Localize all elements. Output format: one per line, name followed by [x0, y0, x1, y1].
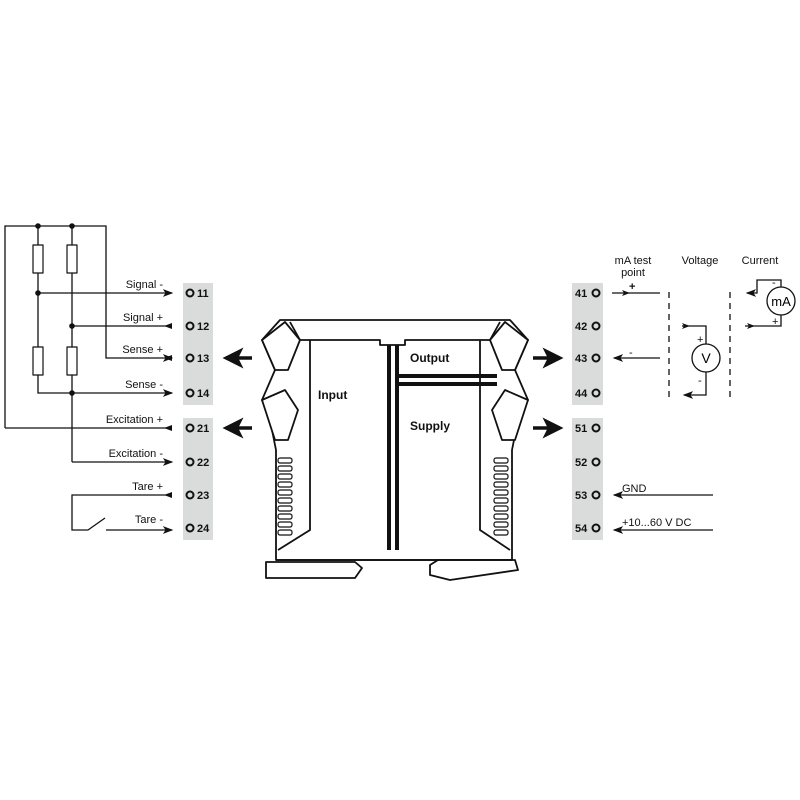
input-label: Excitation - — [109, 448, 164, 460]
terminal-screw — [185, 288, 195, 298]
terminal-screw — [185, 321, 195, 331]
plus-sign: + — [629, 281, 635, 293]
terminal-number: 54 — [575, 523, 588, 535]
ammeter-minus: - — [772, 277, 776, 289]
input-label: Signal + — [123, 312, 163, 324]
ammeter-symbol: mA — [771, 294, 791, 309]
resistor — [32, 346, 44, 376]
vent-slot — [277, 521, 293, 528]
vent-slot — [493, 481, 509, 488]
vent-slot — [277, 489, 293, 496]
terminal-screw — [591, 353, 601, 363]
vent-slot — [493, 513, 509, 520]
gnd-label: GND — [622, 483, 647, 495]
terminal-number: 21 — [197, 423, 209, 435]
voltmeter-plus: + — [697, 334, 703, 346]
terminal-number: 12 — [197, 321, 209, 333]
current-label: Current — [742, 255, 779, 267]
terminal-screw — [185, 457, 195, 467]
input-label: Excitation + — [106, 414, 163, 426]
vent-slot — [493, 473, 509, 480]
din-rail-module: Input Output Supply — [261, 319, 529, 581]
terminal-number: 22 — [197, 457, 209, 469]
output-wiring: mA test point Voltage Current + - V + - … — [612, 255, 796, 402]
terminal-number: 11 — [197, 288, 209, 300]
vent-slot — [493, 457, 509, 464]
vent-slot — [277, 457, 293, 464]
terminal-screw — [185, 388, 195, 398]
terminal-number: 23 — [197, 490, 209, 502]
resistor — [66, 244, 78, 274]
vent-slot — [277, 481, 293, 488]
terminal-screw — [185, 423, 195, 433]
terminal-screw — [185, 353, 195, 363]
terminal-number: 51 — [575, 423, 587, 435]
module-input-label: Input — [318, 388, 347, 402]
load-cell-bridge — [4, 223, 174, 498]
terminal-screw — [185, 523, 195, 533]
module-output-label: Output — [410, 351, 449, 365]
terminal-screw — [591, 423, 601, 433]
voltage-label: Voltage — [682, 255, 719, 267]
tare-switch — [71, 494, 172, 530]
vent-slot — [277, 513, 293, 520]
test-point-label-2: point — [621, 267, 645, 279]
vent-slot — [493, 521, 509, 528]
voltmeter-symbol: V — [701, 350, 711, 366]
resistor — [66, 346, 78, 376]
dc-supply-label: +10...60 V DC — [622, 517, 691, 529]
terminal-screw — [591, 523, 601, 533]
module-supply-label: Supply — [410, 419, 450, 433]
terminal-number: 13 — [197, 353, 209, 365]
terminal-screw — [591, 288, 601, 298]
vent-slot — [277, 529, 293, 536]
resistor — [32, 244, 44, 274]
terminal-block-5 — [572, 418, 603, 540]
supply-wiring: GND +10...60 V DC — [612, 483, 713, 534]
vent-slot — [493, 497, 509, 504]
vent-slot — [277, 497, 293, 504]
vent-slot — [277, 473, 293, 480]
vent-slot — [493, 465, 509, 472]
terminal-screw — [591, 490, 601, 500]
terminal-screw — [591, 321, 601, 331]
terminal-number: 42 — [575, 321, 587, 333]
vent-slot — [277, 465, 293, 472]
test-point-label: mA test — [615, 255, 652, 267]
input-label: Signal - — [126, 279, 164, 291]
vent-slot — [493, 505, 509, 512]
ammeter-plus: + — [772, 316, 778, 328]
input-label: Tare - — [135, 514, 163, 526]
terminal-block-1 — [183, 283, 213, 405]
input-label: Tare + — [132, 481, 163, 493]
input-label: Sense + — [122, 344, 163, 356]
terminal-number: 53 — [575, 490, 587, 502]
terminal-number: 44 — [575, 388, 588, 400]
terminal-number: 14 — [197, 388, 210, 400]
terminal-number: 41 — [575, 288, 587, 300]
terminal-number: 52 — [575, 457, 587, 469]
vent-slot — [277, 505, 293, 512]
terminal-block-2 — [183, 418, 213, 540]
vent-slot — [493, 529, 509, 536]
minus-sign: - — [629, 347, 633, 359]
terminal-block-4 — [572, 283, 603, 405]
vent-slot — [493, 489, 509, 496]
terminal-screw — [591, 388, 601, 398]
terminal-number: 24 — [197, 523, 210, 535]
voltmeter-minus: - — [698, 375, 702, 387]
terminal-screw — [185, 490, 195, 500]
terminal-number: 43 — [575, 353, 587, 365]
input-label: Sense - — [125, 379, 163, 391]
terminal-screw — [591, 457, 601, 467]
signal-arrows — [222, 347, 564, 439]
